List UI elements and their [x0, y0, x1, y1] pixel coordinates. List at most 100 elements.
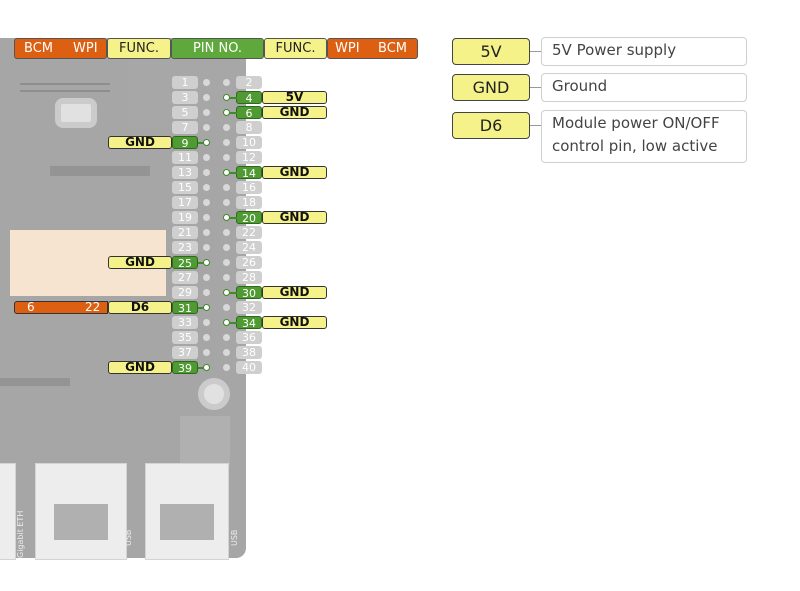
usb-port [145, 463, 229, 560]
pin-30: 30 [236, 286, 262, 300]
pin31-bcm-wpi: 6 22 [14, 301, 108, 314]
pin-20: 20 [236, 211, 262, 225]
usb-label: USB [124, 529, 133, 546]
function-label-pin9: GND [108, 136, 172, 149]
pin-dot-active [203, 259, 210, 266]
legend-desc-d6: Module power ON/OFF control pin, low act… [541, 110, 747, 163]
header-left-wpi: WPI [73, 41, 98, 56]
pin-dot [203, 184, 210, 191]
pin-connector [229, 292, 237, 294]
pin31-bcm: 6 [27, 300, 35, 314]
board-connector [0, 378, 70, 386]
pin-27: 27 [172, 271, 198, 284]
board-trace [20, 83, 110, 85]
pin-connector [229, 172, 237, 174]
function-label-pin30: GND [262, 286, 327, 299]
pin-2: 2 [236, 76, 262, 89]
function-label-pin25: GND [108, 256, 172, 269]
pin-dot [203, 349, 210, 356]
legend-desc-gnd: Ground [541, 73, 747, 102]
pin-4: 4 [236, 91, 262, 105]
pin-dot-active [203, 364, 210, 371]
pin-dot [203, 79, 210, 86]
pin-39: 39 [172, 361, 198, 375]
pin-connector [229, 217, 237, 219]
pin-dot [223, 274, 230, 281]
pin-12: 12 [236, 151, 262, 164]
legend-key-5v: 5V [452, 38, 530, 65]
eth-label: Gigabit ETH [16, 510, 25, 558]
function-label-pin31: D6 [108, 301, 172, 314]
pin-1: 1 [172, 76, 198, 89]
pin-dot [223, 79, 230, 86]
pin-connector [229, 97, 237, 99]
legend-key-gnd: GND [452, 74, 530, 101]
pin-dot [223, 139, 230, 146]
pin-26: 26 [236, 256, 262, 269]
pin-14: 14 [236, 166, 262, 180]
header-right-func: FUNC. [264, 38, 327, 59]
usb-label: USB [230, 529, 239, 546]
pin-32: 32 [236, 301, 262, 314]
legend-connector [530, 87, 541, 88]
pin-dot [223, 154, 230, 161]
pin-dot [203, 244, 210, 251]
pin-6: 6 [236, 106, 262, 120]
board-connector [50, 166, 150, 176]
pin-connector [198, 307, 204, 309]
function-label-pin34: GND [262, 316, 327, 329]
pin-24: 24 [236, 241, 262, 254]
pin-dot [203, 334, 210, 341]
header-left-bcm: BCM [24, 41, 53, 56]
pin-13: 13 [172, 166, 198, 179]
pin-8: 8 [236, 121, 262, 134]
pin-11: 11 [172, 151, 198, 164]
pin-dot [203, 319, 210, 326]
pin-36: 36 [236, 331, 262, 344]
pin-dot [223, 244, 230, 251]
board-logo [55, 98, 97, 128]
pin-21: 21 [172, 226, 198, 239]
legend-connector [530, 51, 541, 52]
function-label-pin20: GND [262, 211, 327, 224]
pin-10: 10 [236, 136, 262, 149]
pin-22: 22 [236, 226, 262, 239]
pin-35: 35 [172, 331, 198, 344]
function-label-pin4: 5V [262, 91, 327, 104]
pin-dot [223, 304, 230, 311]
board-chip [180, 416, 230, 466]
pin-17: 17 [172, 196, 198, 209]
header-right-bcm: BCM [378, 41, 407, 56]
legend-desc-5v: 5V Power supply [541, 37, 747, 66]
header-left-func: FUNC. [107, 38, 171, 59]
pin-5: 5 [172, 106, 198, 119]
pin-9: 9 [172, 136, 198, 150]
pin-connector [198, 367, 204, 369]
pin-dot [203, 109, 210, 116]
pin-dot [223, 364, 230, 371]
pin-23: 23 [172, 241, 198, 254]
pin-dot [203, 154, 210, 161]
pin-dot [203, 94, 210, 101]
pin-dot-active [203, 304, 210, 311]
pin-connector [198, 142, 204, 144]
pin-16: 16 [236, 181, 262, 194]
pin-dot [203, 214, 210, 221]
pin-34: 34 [236, 316, 262, 330]
header-right-wpi: WPI [335, 41, 360, 56]
pin-28: 28 [236, 271, 262, 284]
mounting-hole [198, 378, 230, 410]
legend-connector [530, 125, 541, 126]
legend-key-d6: D6 [452, 112, 530, 139]
pin-dot [203, 169, 210, 176]
header-left-bcm-wpi: BCM WPI [14, 38, 107, 59]
pin-connector [229, 322, 237, 324]
pin-37: 37 [172, 346, 198, 359]
pin-dot [223, 229, 230, 236]
pin-3: 3 [172, 91, 198, 104]
pin-dot [223, 334, 230, 341]
board-trace [20, 90, 110, 92]
pin-19: 19 [172, 211, 198, 224]
pin-dot [203, 124, 210, 131]
